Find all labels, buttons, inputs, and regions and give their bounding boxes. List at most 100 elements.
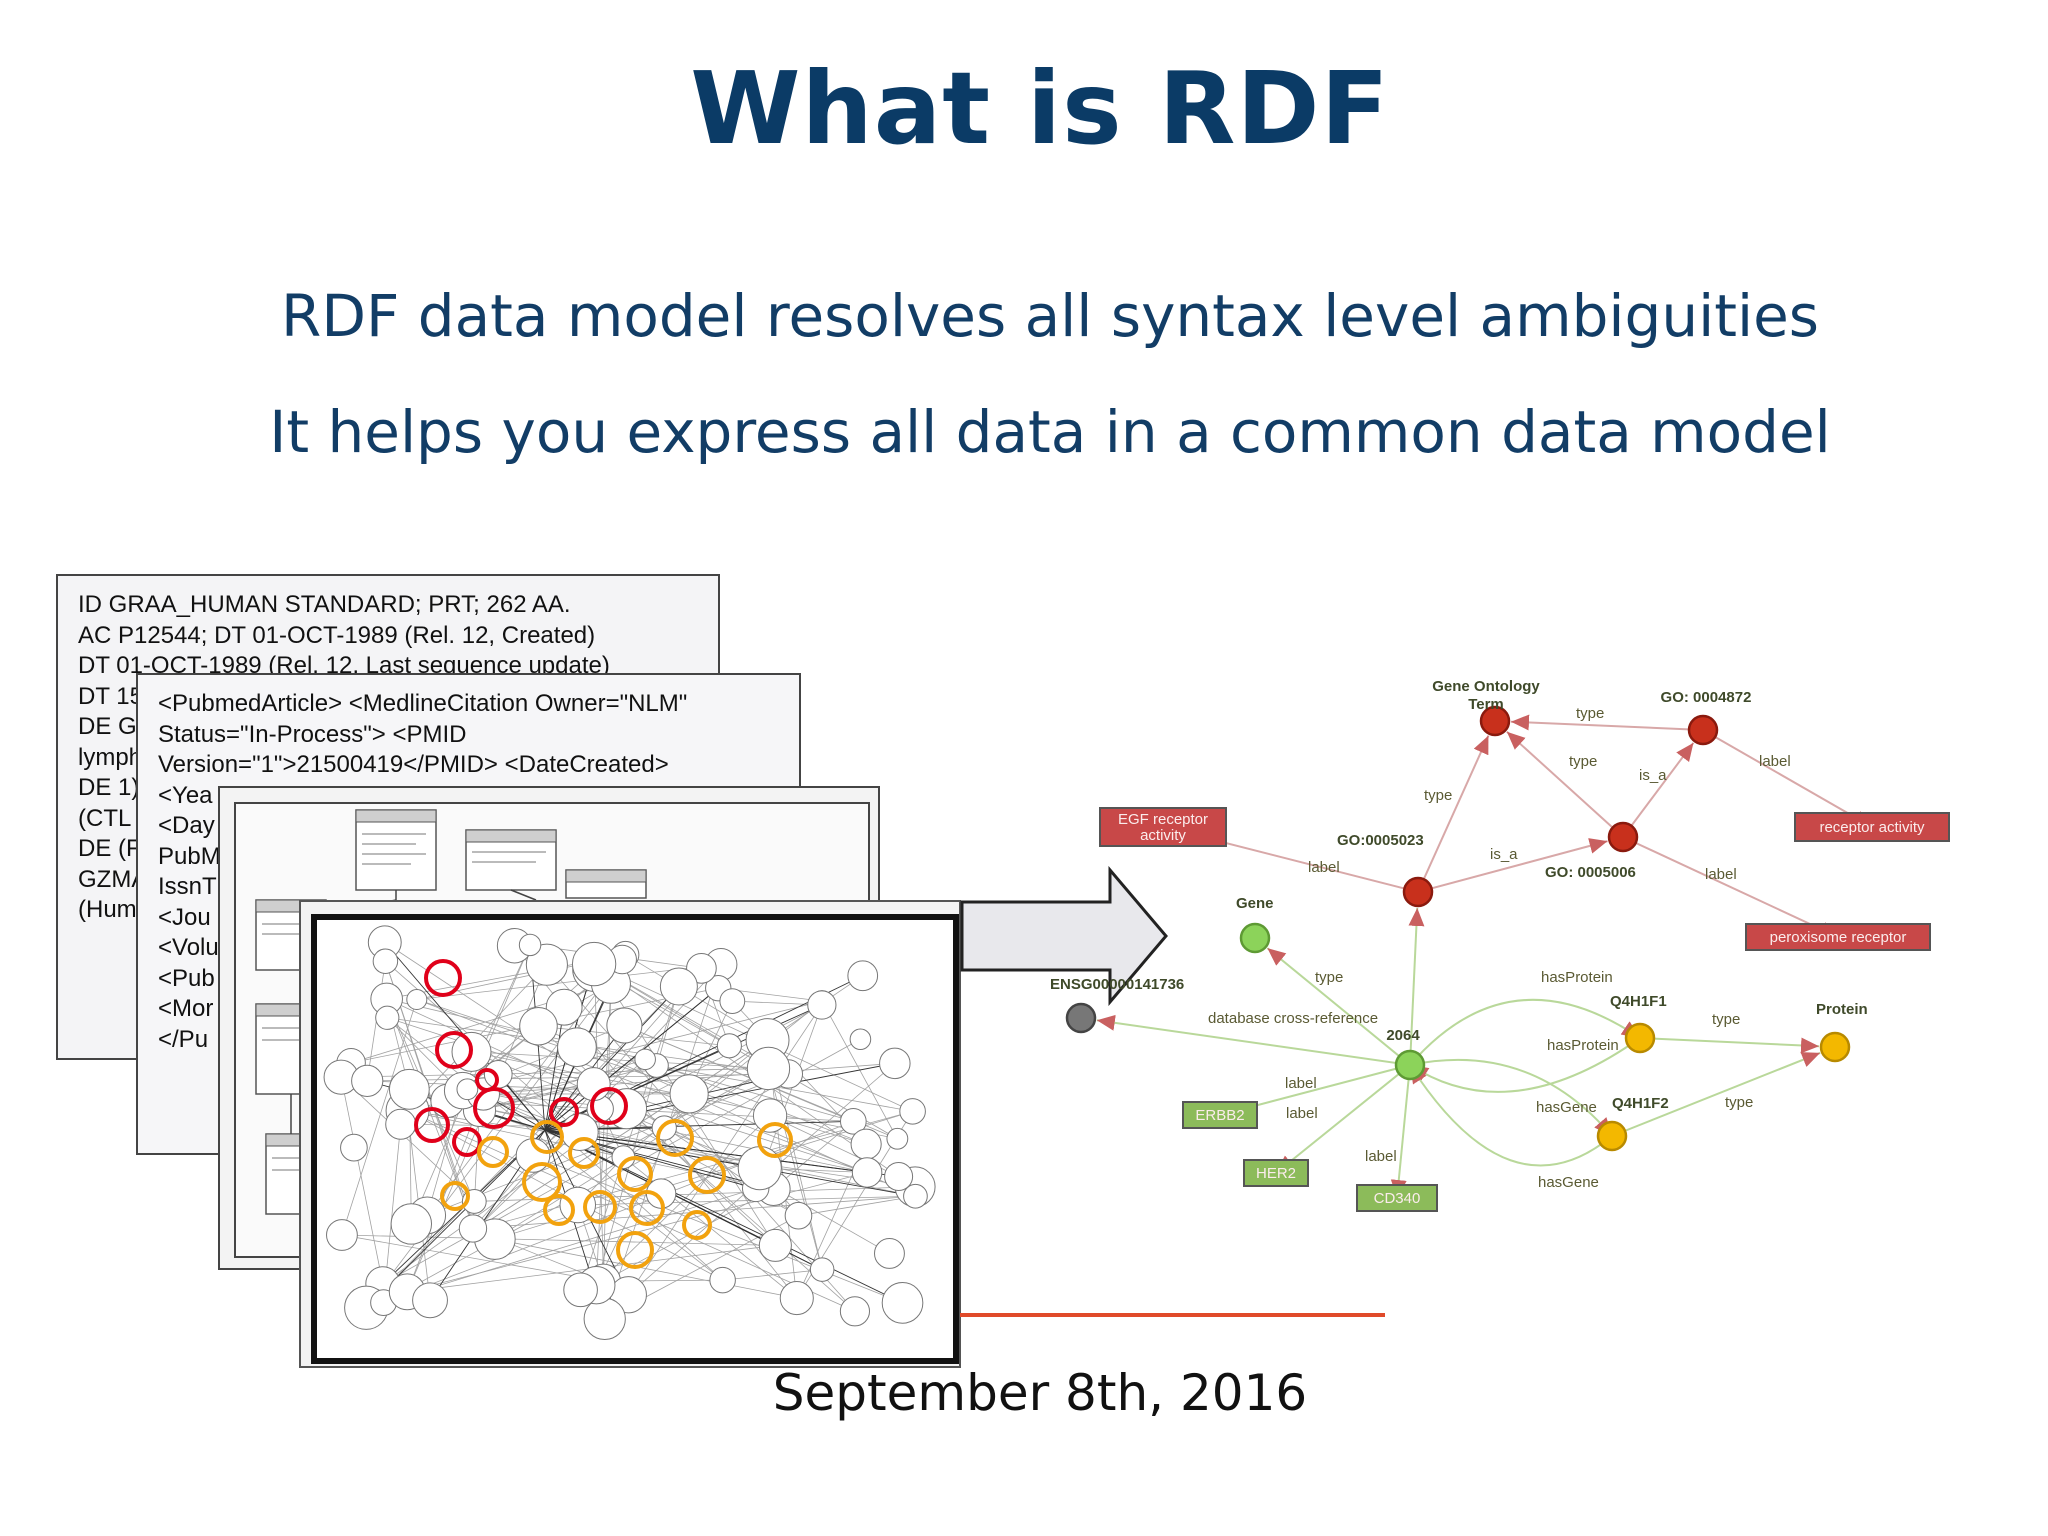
highlight-orange-node	[543, 1194, 575, 1226]
graph-node	[557, 1027, 597, 1068]
edge-label: label	[1705, 866, 1737, 883]
node-label: GO: 0005006	[1545, 864, 1636, 881]
record-line: lymph	[78, 743, 143, 771]
rdf-node	[1402, 876, 1434, 908]
graph-node	[659, 967, 698, 1006]
graph-edge	[407, 1110, 624, 1158]
edge-label: type	[1424, 787, 1452, 804]
literal-label: HER2	[1256, 1165, 1296, 1182]
graph-edge	[340, 1077, 384, 1284]
graph-edge	[593, 963, 899, 1177]
edge-label: type	[1315, 969, 1343, 986]
literal-label: ERBB2	[1195, 1107, 1244, 1124]
literal-box	[1099, 807, 1227, 847]
xml-line: PubM	[158, 842, 221, 870]
network-graph-thumbnail	[311, 914, 959, 1364]
xml-line: <Jou	[158, 903, 211, 931]
rdf-node	[1607, 821, 1639, 853]
graph-node	[606, 1007, 643, 1044]
graph-node	[737, 1146, 782, 1191]
graph-node	[758, 1228, 792, 1262]
graph-node	[903, 1183, 928, 1209]
xml-line: <Volu	[158, 934, 219, 961]
xml-line: Version="1">21500419</PMID> <DateCreated…	[158, 751, 669, 778]
highlight-orange-node	[656, 1119, 694, 1157]
graph-edge	[532, 1155, 903, 1304]
highlight-red-node	[424, 959, 462, 997]
footer-accent-line	[960, 1313, 1385, 1317]
graph-edge	[645, 1058, 867, 1145]
graph-node	[899, 1098, 926, 1125]
edge-label: hasGene	[1538, 1174, 1599, 1191]
graph-edge	[544, 1129, 903, 1304]
slide-title: What is RDF	[690, 50, 1390, 167]
rdf-node	[1065, 1002, 1097, 1034]
highlight-orange-node	[522, 1162, 562, 1202]
literal-box	[1243, 1159, 1309, 1187]
transform-arrow	[960, 866, 1168, 1006]
rdf-edge	[1266, 947, 1411, 1066]
node-label: Term	[1468, 696, 1504, 713]
graph-edge	[494, 1110, 913, 1240]
rdf-edge	[1417, 735, 1490, 893]
highlight-orange-node	[616, 1231, 654, 1269]
graph-edge	[383, 1120, 854, 1304]
edge-label: label	[1308, 859, 1340, 876]
record-line: (CTL	[78, 804, 132, 832]
graph-node	[809, 1257, 835, 1282]
graph-node	[326, 1219, 358, 1251]
highlight-orange-node	[477, 1136, 509, 1168]
rdf-edge	[1417, 838, 1608, 893]
graph-node	[881, 1282, 924, 1324]
rdf-node	[1687, 714, 1719, 746]
edge-label: label	[1285, 1075, 1317, 1092]
edge-label: is_a	[1639, 767, 1667, 784]
rdf-edge	[1510, 714, 1704, 731]
graph-edge	[544, 1129, 868, 1173]
literal-box	[1745, 923, 1931, 951]
edge-label: database cross-reference	[1208, 1010, 1378, 1027]
graph-node	[571, 941, 617, 987]
graph-edge	[544, 1129, 916, 1197]
rdf-edge	[1639, 1037, 1820, 1054]
graph-node	[884, 1161, 914, 1191]
graph-edge	[595, 1000, 733, 1286]
xml-line: </Pu	[158, 1025, 209, 1053]
graph-edge	[656, 1065, 913, 1112]
rdf-node	[1596, 1120, 1628, 1152]
node-label: Gene Ontology	[1432, 678, 1540, 695]
graph-node	[784, 1201, 813, 1230]
graph-node	[849, 1028, 872, 1051]
highlight-orange-node	[440, 1181, 470, 1211]
literal-box	[1356, 1184, 1438, 1212]
node-label: Q4H1F1	[1610, 993, 1667, 1010]
graph-edge	[341, 1234, 604, 1282]
literal-label: receptor activity	[1819, 819, 1925, 836]
graph-edge	[722, 1269, 823, 1281]
graph-edge	[544, 986, 680, 1131]
rdf-edge	[1409, 1037, 1641, 1093]
graph-node	[746, 1046, 791, 1091]
literal-box	[1794, 812, 1950, 842]
presentation-date: September 8th, 2016	[772, 1364, 1308, 1422]
graph-edge	[596, 1188, 774, 1286]
graph-node	[545, 988, 583, 1026]
graph-edge	[732, 1000, 822, 1006]
graph-node	[669, 1074, 709, 1114]
graph-edge	[479, 1083, 594, 1111]
edge-label: label	[1759, 753, 1791, 770]
record-line: DE G	[78, 713, 137, 740]
graph-edge	[475, 1039, 768, 1231]
node-label: ENSG00000141736	[1050, 976, 1184, 993]
graph-node	[850, 1128, 882, 1160]
graph-node	[385, 1108, 417, 1140]
subtitle-line-2: It helps you express all data in a commo…	[269, 398, 1831, 466]
graph-edge	[595, 986, 680, 1286]
graph-edge	[427, 1073, 789, 1216]
node-label: GO:0005023	[1337, 832, 1424, 849]
highlight-red-node	[414, 1107, 450, 1143]
graph-node	[851, 1157, 883, 1188]
literal-label: EGF receptor	[1118, 811, 1208, 828]
graph-node	[709, 1266, 736, 1294]
